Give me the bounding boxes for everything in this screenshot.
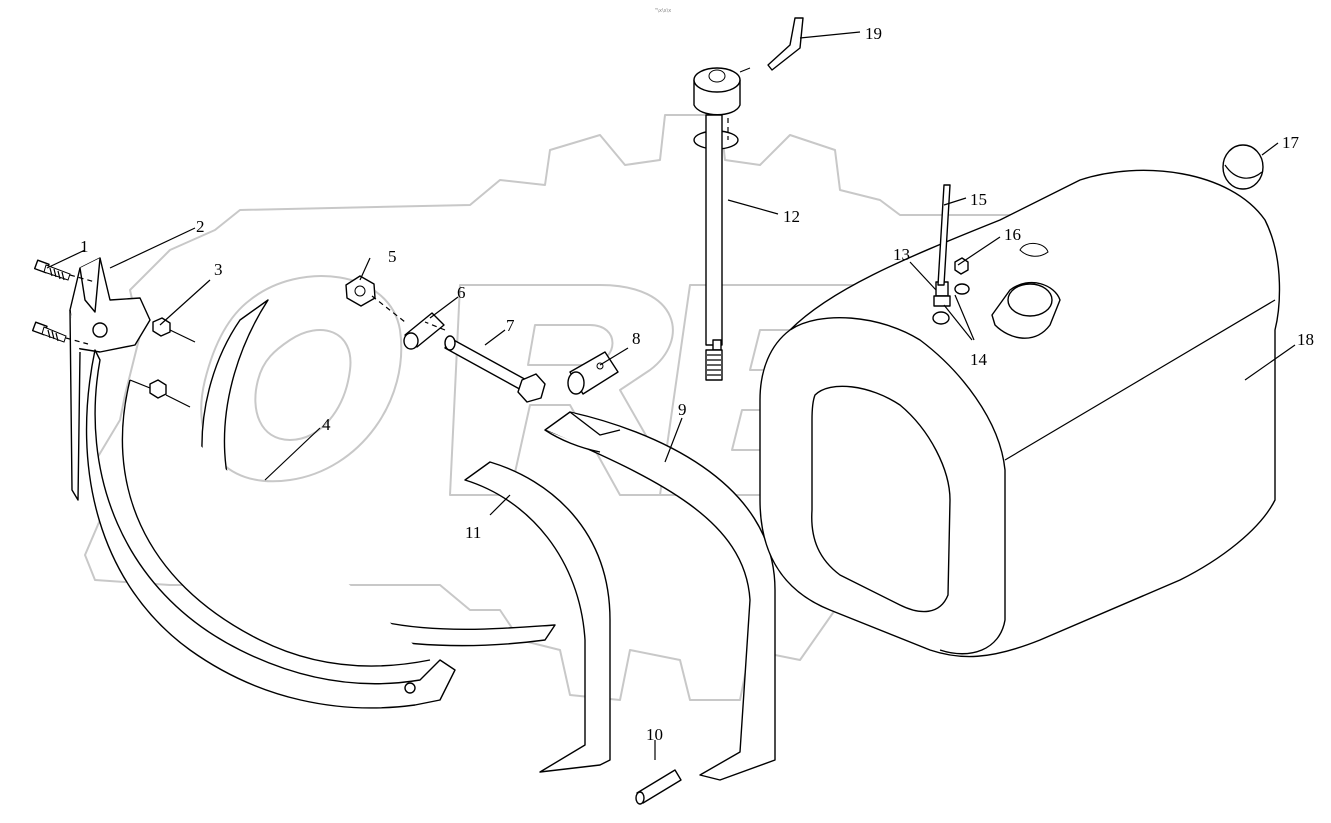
callout-8: 8 xyxy=(632,329,641,348)
callout-3: 3 xyxy=(214,260,223,279)
part-7-long-bolt xyxy=(444,335,546,403)
part-16-fitting xyxy=(954,257,970,295)
callout-13: 13 xyxy=(893,245,910,264)
callout-9: 9 xyxy=(678,400,687,419)
part-18-fuel-tank xyxy=(759,169,1281,658)
part-8-sleeve xyxy=(567,351,619,395)
callout-1: 1 xyxy=(80,237,89,256)
part-6-spacer xyxy=(403,312,445,350)
part-15-tube xyxy=(937,184,951,286)
callout-14: 14 xyxy=(970,350,988,369)
callout-7: 7 xyxy=(506,316,515,335)
callout-16: 16 xyxy=(1004,225,1021,244)
part-4-strap-inner xyxy=(85,299,556,709)
callout-labels: 1 2 3 4 5 6 7 8 9 10 11 12 13 14 15 16 1… xyxy=(80,24,1314,744)
part-10-pin xyxy=(635,769,682,805)
callout-4: 4 xyxy=(322,415,331,434)
part-12-fuel-sender xyxy=(693,114,739,381)
part-17-cap xyxy=(1222,144,1264,190)
part-1-bolts xyxy=(31,259,71,343)
callout-15: 15 xyxy=(970,190,987,209)
part-11-strap xyxy=(464,461,611,773)
callout-2: 2 xyxy=(196,217,205,236)
callout-5: 5 xyxy=(388,247,397,266)
part-9-strap xyxy=(544,411,776,781)
callout-17: 17 xyxy=(1282,133,1300,152)
callout-19: 19 xyxy=(865,24,882,43)
part-3-nuts xyxy=(149,317,171,399)
part-2-bracket xyxy=(69,257,151,501)
callout-18: 18 xyxy=(1297,330,1314,349)
callout-11: 11 xyxy=(465,523,481,542)
header-tiny-text: "\x\x\x xyxy=(655,8,671,14)
callout-12: 12 xyxy=(783,207,800,226)
callout-6: 6 xyxy=(457,283,466,302)
callout-10: 10 xyxy=(646,725,663,744)
part-13-fitting xyxy=(932,281,951,325)
part-19-gauge-head xyxy=(693,17,804,116)
leader-lines xyxy=(46,31,1296,760)
